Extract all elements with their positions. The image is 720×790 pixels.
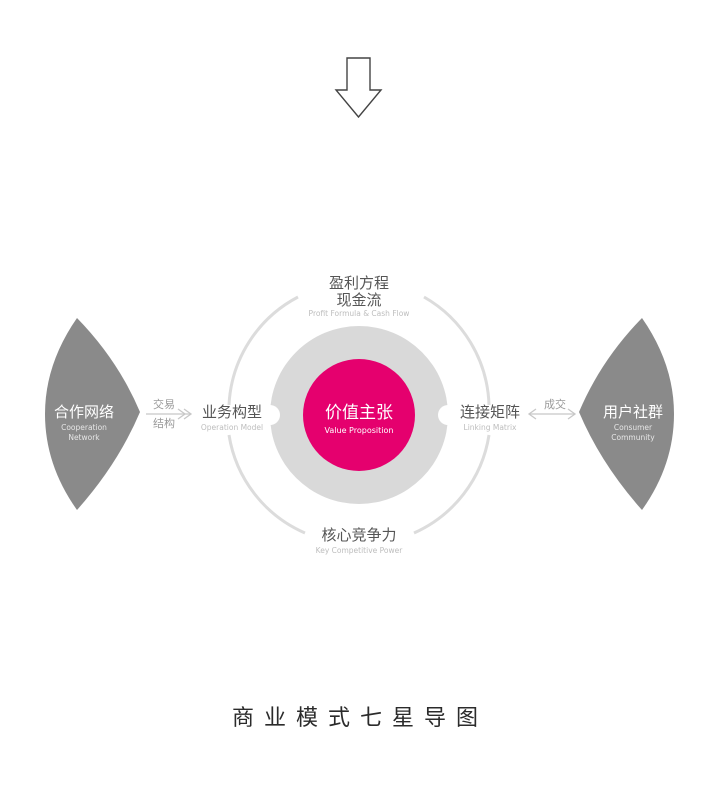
right-fan-shape bbox=[579, 318, 674, 510]
left-connector-line1: 交易 bbox=[153, 397, 175, 411]
diagram-caption: 商业模式七星导图 bbox=[231, 706, 488, 731]
right-connector-line1: 成交 bbox=[544, 397, 566, 411]
bottom-label: 核心竞争力 bbox=[321, 526, 396, 544]
right-fan-en-line1: Consumer bbox=[614, 423, 653, 432]
top-label-line1: 盈利方程 bbox=[329, 274, 389, 292]
left-node-label: 业务构型 bbox=[202, 403, 262, 421]
left-fan-en-line1: Cooperation bbox=[61, 423, 107, 432]
left-connector-arrow bbox=[146, 408, 193, 420]
right-fan-label: 用户社群 bbox=[603, 403, 663, 421]
down-arrow-icon bbox=[334, 57, 383, 119]
center-title: 价值主张 bbox=[325, 403, 393, 423]
left-node-en: Operation Model bbox=[201, 423, 263, 432]
left-fan-shape bbox=[45, 318, 140, 510]
value-proposition-circle bbox=[303, 359, 415, 471]
right-node-label: 连接矩阵 bbox=[460, 403, 520, 421]
left-fan-en-line2: Network bbox=[68, 433, 100, 442]
right-fan-en-line2: Community bbox=[611, 433, 655, 442]
center-subtitle: Value Proposition bbox=[325, 426, 394, 435]
right-connector-arrow bbox=[527, 408, 577, 420]
left-fan-label: 合作网络 bbox=[54, 403, 114, 421]
top-label-en: Profit Formula & Cash Flow bbox=[309, 309, 410, 318]
left-connector-line2: 结构 bbox=[153, 416, 175, 430]
outer-orbit bbox=[227, 295, 491, 535]
right-node-en: Linking Matrix bbox=[464, 423, 518, 432]
top-label-line2: 现金流 bbox=[336, 291, 381, 309]
bottom-label-en: Key Competitive Power bbox=[316, 546, 404, 555]
